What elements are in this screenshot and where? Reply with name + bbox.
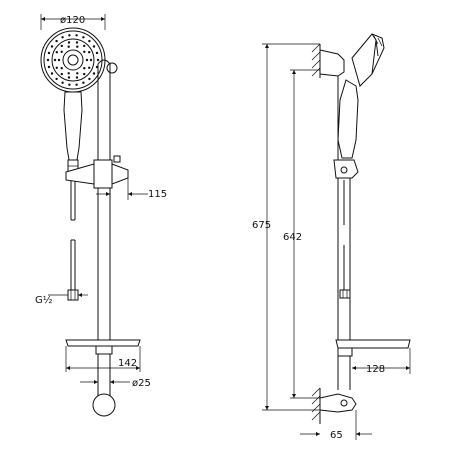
shower-head-front [40,27,106,93]
nozzle-dot [85,58,89,62]
shelf-depth-label: 142 [118,358,137,369]
nozzle-dot [47,51,51,55]
nozzle-dot [83,44,86,48]
nozzle-dot [88,66,91,70]
nozzle-dot [88,77,91,81]
nozzle-dot [60,44,63,48]
nozzle-dot [55,66,58,70]
nozzle-dot [55,39,58,43]
nozzle-dot [92,72,96,75]
spray-nozzles [46,34,100,86]
nozzle-dot [83,67,86,70]
thread-label: G½ [35,294,53,306]
nozzle-dot [75,34,78,37]
nozzle-dot [60,50,63,53]
nozzle-dot [67,45,70,48]
nozzle-dot [82,81,85,84]
overall-height-dimension: 675 [252,43,320,411]
nozzle-dot [68,83,71,86]
bracket-spacing-label: 642 [283,232,302,243]
nozzle-dot [61,81,64,84]
sliding-holder-front [65,155,129,189]
bar-diameter-dimension: ø25 [80,378,151,389]
shelf-depth-dimension: 142 [65,346,141,372]
nozzle-dot [88,51,91,54]
nozzle-dot [50,45,54,48]
nozzle-dot [75,41,79,44]
holder-offset-dimension: 115 [96,178,167,200]
nozzle-dot [83,50,86,53]
hose-front [70,172,76,290]
front-view: ø120 G½ [35,14,167,417]
thread-dimension: G½ [35,292,88,306]
nozzle-dot [68,34,71,37]
overall-height-label: 675 [252,220,271,231]
nozzle-dot [83,72,86,76]
nozzle-dot [67,72,70,75]
head-diameter-label: ø120 [60,15,85,26]
nozzle-dot [60,72,63,76]
nozzle-dot [67,76,71,79]
wall-top [311,43,321,78]
wall-bottom [311,387,321,424]
nozzle-dot [76,72,79,75]
nozzle-dot [75,76,79,79]
bar-diameter-label: ø25 [132,378,151,389]
sliding-holder-side [333,159,359,179]
soap-dish-front [65,339,141,355]
handle-front [63,91,83,161]
head-diameter-dimension: ø120 [40,14,106,30]
nozzle-dot [46,58,50,62]
nozzle-dot [96,58,100,62]
holder-offset-label: 115 [148,189,167,200]
shelf-depth-side-label: 128 [366,364,385,375]
wall-offset-dimension: 65 [300,410,372,441]
nozzle-dot [60,67,63,70]
nozzle-dot [75,83,78,86]
nozzle-dot [82,36,85,39]
nozzle-dot [95,51,99,55]
nozzle-dot [53,58,57,62]
nozzle-dot [89,58,93,62]
nozzle-dot [50,72,54,75]
bottom-bracket-front [92,393,116,417]
nozzle-dot [67,41,71,44]
nozzle-dot [47,65,51,69]
nozzle-dot [76,45,79,48]
shower-head-side [351,33,385,87]
handle-side [337,79,359,159]
nozzle-dot [55,51,58,54]
hose-connector [67,289,79,301]
soap-dish-side [335,339,411,357]
nozzle-dot [55,77,58,81]
hose-side [339,180,351,299]
nozzle-dot [88,39,91,43]
wall-offset-label: 65 [330,430,343,441]
side-view: 128 65 675 642 [252,33,411,441]
bottom-bracket-side [319,393,357,413]
bracket-spacing-dimension: 642 [283,69,320,399]
nozzle-dot [61,36,64,39]
shelf-depth-side-dimension: 128 [352,348,411,375]
nozzle-dot [57,58,61,62]
top-bracket-side [319,49,345,77]
nozzle-dot [92,45,96,48]
